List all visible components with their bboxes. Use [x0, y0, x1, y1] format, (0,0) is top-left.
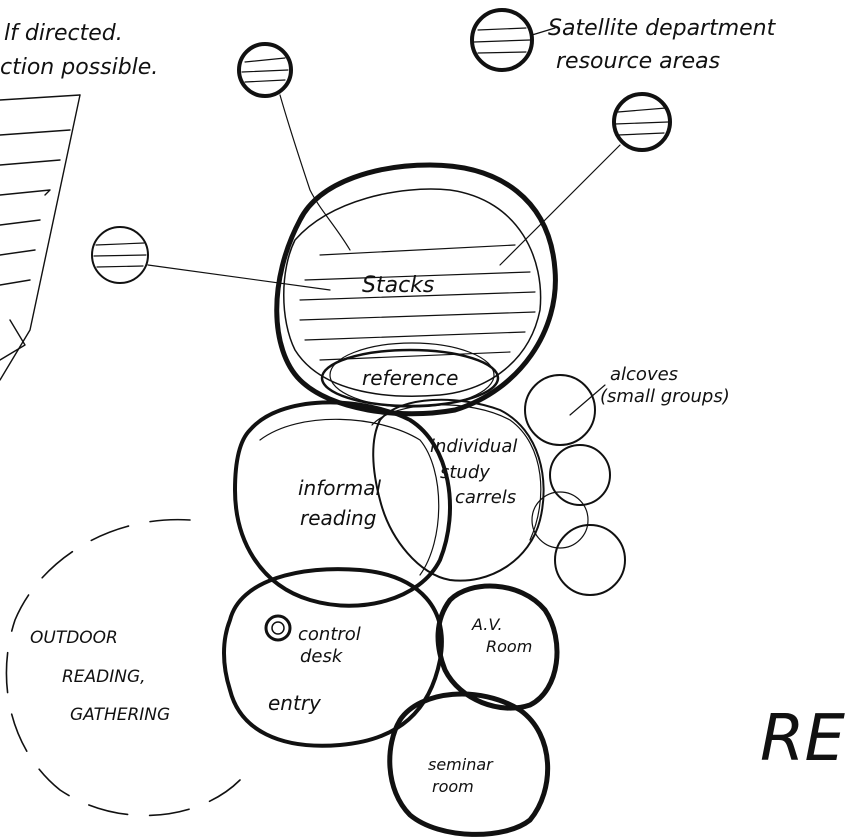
av-room-bubble	[435, 583, 560, 711]
satellite-label-line1: Satellite department	[548, 16, 777, 41]
seminar-label-line2: room	[432, 777, 474, 796]
satellite-label-line2: resource areas	[556, 49, 720, 74]
stacks-bubble	[274, 162, 558, 417]
control-label-line2: desk	[300, 646, 344, 667]
large-letters: RE	[760, 702, 845, 776]
study-label-line2: study	[440, 462, 490, 483]
alcoves-bubbles	[524, 374, 626, 596]
satellite-areas	[91, 8, 672, 416]
av-label-line2: Room	[486, 637, 532, 656]
alcoves-label-line1: alcoves	[610, 364, 678, 385]
outdoor-label-line1: OUTDOOR	[30, 628, 118, 648]
informal-label-line2: reading	[300, 506, 376, 530]
note-top-left-line1: lf directed.	[4, 21, 123, 46]
outdoor-area	[5, 518, 241, 817]
outdoor-label-line2: READING,	[62, 667, 146, 687]
left-hatched-area	[0, 94, 81, 381]
outdoor-label-line3: GATHERING	[70, 705, 170, 725]
study-label-line1: individual	[430, 436, 517, 457]
control-label-line1: control	[298, 624, 361, 645]
study-label-line3: carrels	[455, 487, 516, 508]
note-top-left-line2: ction possible.	[0, 55, 158, 80]
entry-label: entry	[268, 691, 322, 715]
informal-reading-bubble	[233, 400, 452, 608]
reference-label: reference	[362, 366, 458, 390]
alcoves-label-line2: (small groups)	[600, 386, 730, 407]
seminar-room-bubble	[387, 691, 551, 837]
av-label-line1: A.V.	[471, 615, 503, 634]
seminar-label-line1: seminar	[428, 755, 494, 774]
informal-label-line1: informal	[298, 476, 381, 500]
stacks-label: Stacks	[362, 273, 434, 298]
labels: lf directed. ction possible. Satellite d…	[0, 16, 845, 796]
study-carrels-bubble	[371, 398, 545, 582]
